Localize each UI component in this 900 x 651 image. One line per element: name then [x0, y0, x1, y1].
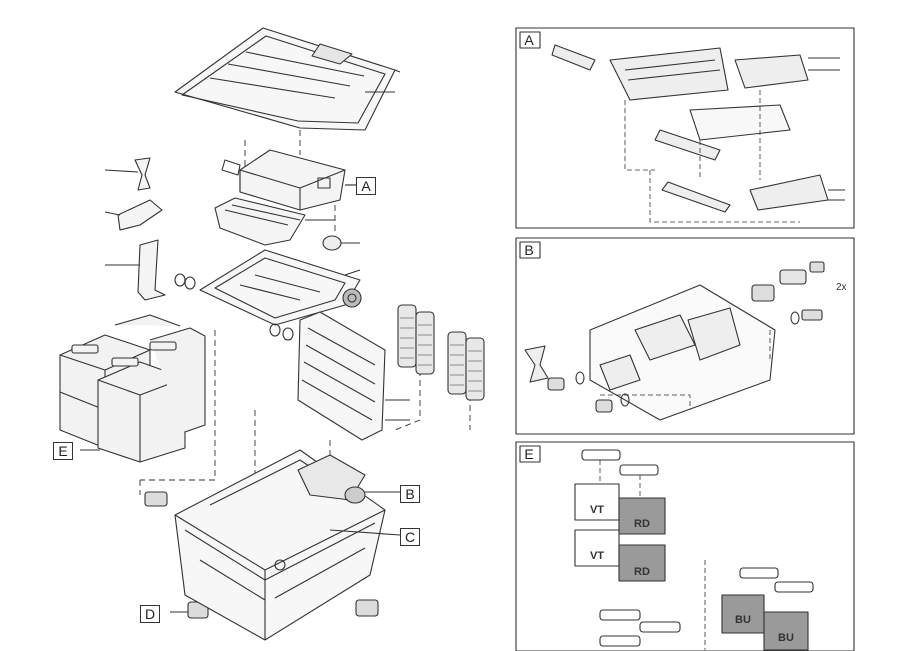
media-tag-bu: BU [735, 614, 751, 626]
detail-panel-a [515, 27, 855, 229]
o-rings [174, 273, 294, 341]
debris-tray [214, 197, 335, 246]
filter-head-a [221, 149, 355, 211]
media-tag-vt: VT [589, 504, 605, 516]
pump-unit-b [297, 454, 401, 536]
hose-connectors [144, 491, 379, 619]
panel-b-label: B [524, 242, 534, 258]
panel-a-label: A [524, 32, 534, 48]
detail-panel-e [515, 441, 855, 651]
callout-e: E [53, 442, 73, 460]
callout-b: B [400, 485, 420, 503]
callout-leaders [80, 184, 356, 613]
quantity-label: 2x [836, 282, 847, 293]
cartridge-ribs [400, 317, 482, 392]
filter-lid [174, 27, 401, 131]
foam-blocks [59, 314, 206, 463]
detail-panel-b [515, 237, 855, 435]
callout-d: D [140, 605, 160, 623]
filter-grid-panel [297, 311, 410, 441]
media-tag-rd: RD [634, 518, 650, 530]
mounting-frame [199, 249, 361, 326]
callout-a: A [356, 177, 376, 195]
panel-e-label: E [524, 446, 534, 462]
callout-c: C [400, 528, 420, 546]
media-tag-rd: RD [634, 566, 650, 578]
rotary-knob [322, 235, 362, 308]
media-tag-bu: BU [778, 632, 794, 644]
side-parts [104, 157, 166, 301]
filter-cartridges [397, 304, 485, 401]
media-tag-vt: VT [589, 550, 605, 562]
